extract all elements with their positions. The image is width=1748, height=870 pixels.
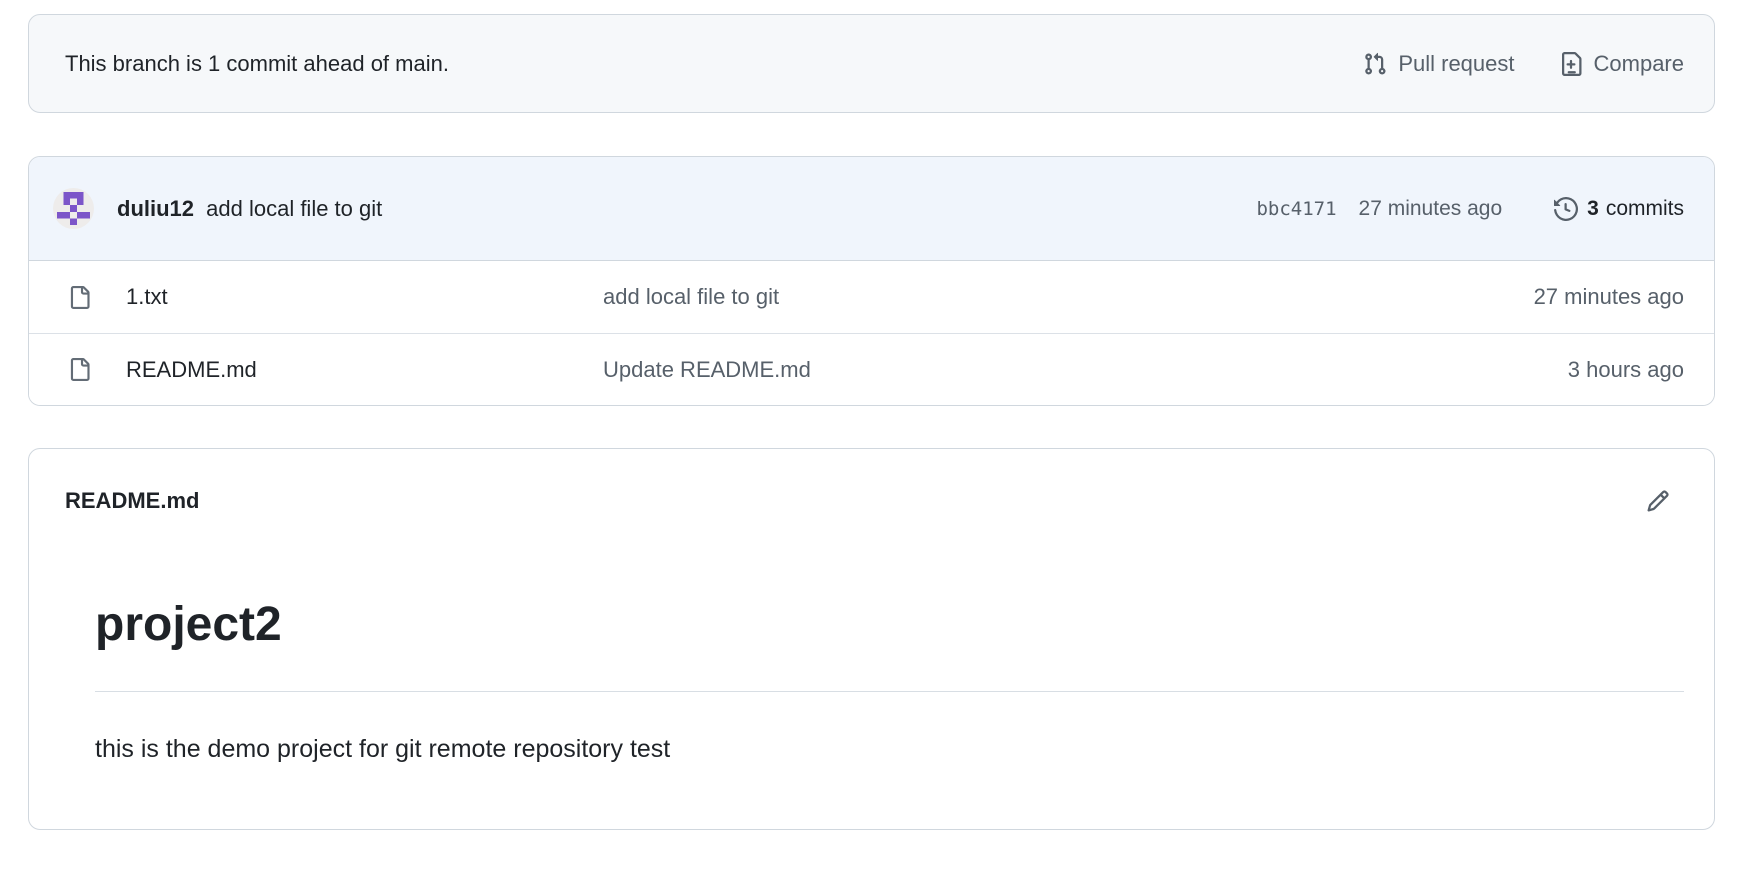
readme-heading: project2	[95, 595, 1684, 692]
latest-commit-meta: bbc4171 27 minutes ago 3 commits	[1256, 197, 1684, 221]
history-icon	[1554, 196, 1587, 221]
latest-commit-title: duliu12 add local file to git	[117, 196, 382, 222]
edit-readme-button[interactable]	[1646, 489, 1670, 513]
pull-request-button[interactable]: Pull request	[1363, 50, 1515, 77]
file-name-cell: 1.txt	[68, 284, 603, 310]
readme-card: README.md project2 this is the demo proj…	[28, 448, 1715, 830]
branch-status-banner: This branch is 1 commit ahead of main. P…	[28, 14, 1715, 113]
compare-label: Compare	[1593, 50, 1684, 76]
file-name-cell: README.md	[68, 357, 603, 383]
commit-sha-link[interactable]: bbc4171	[1256, 197, 1337, 220]
avatar[interactable]	[53, 188, 94, 229]
file-icon	[68, 358, 91, 381]
file-name-link[interactable]: README.md	[126, 356, 257, 382]
readme-content: project2 this is the demo project for gi…	[29, 515, 1714, 766]
latest-commit-header: duliu12 add local file to git bbc4171 27…	[29, 157, 1714, 261]
file-icon	[68, 285, 91, 309]
pull-request-label: Pull request	[1398, 50, 1515, 76]
readme-header: README.md	[29, 449, 1714, 515]
file-browser-card: duliu12 add local file to git bbc4171 27…	[28, 156, 1715, 406]
pull-request-icon	[1363, 52, 1387, 76]
file-commit-message-link[interactable]: Update README.md	[603, 356, 811, 382]
table-row: README.md Update README.md 3 hours ago	[29, 333, 1714, 405]
file-name-link[interactable]: 1.txt	[126, 284, 168, 309]
compare-icon	[1559, 51, 1583, 76]
readme-title: README.md	[65, 488, 200, 513]
compare-button[interactable]: Compare	[1559, 51, 1684, 77]
file-commit-message-link[interactable]: add local file to git	[603, 284, 780, 309]
commit-message-link[interactable]: add local file to git	[206, 195, 383, 221]
file-commit-time: 3 hours ago	[1567, 356, 1684, 382]
commit-history-link[interactable]: 3 commits	[1554, 197, 1684, 221]
page: This branch is 1 commit ahead of main. P…	[28, 14, 1715, 830]
file-commit-time: 27 minutes ago	[1533, 284, 1684, 309]
readme-body-text: this is the demo project for git remote …	[95, 735, 671, 763]
table-row: 1.txt add local file to git 27 minutes a…	[29, 261, 1714, 333]
commits-count: 3	[1587, 196, 1599, 220]
branch-banner-actions: Pull request Compare	[1363, 51, 1684, 77]
commit-time[interactable]: 27 minutes ago	[1358, 196, 1503, 220]
commits-label: commits	[1605, 196, 1684, 220]
pencil-icon	[1646, 489, 1670, 513]
branch-status-text: This branch is 1 commit ahead of main.	[65, 50, 449, 76]
commit-author-link[interactable]: duliu12	[117, 195, 195, 221]
